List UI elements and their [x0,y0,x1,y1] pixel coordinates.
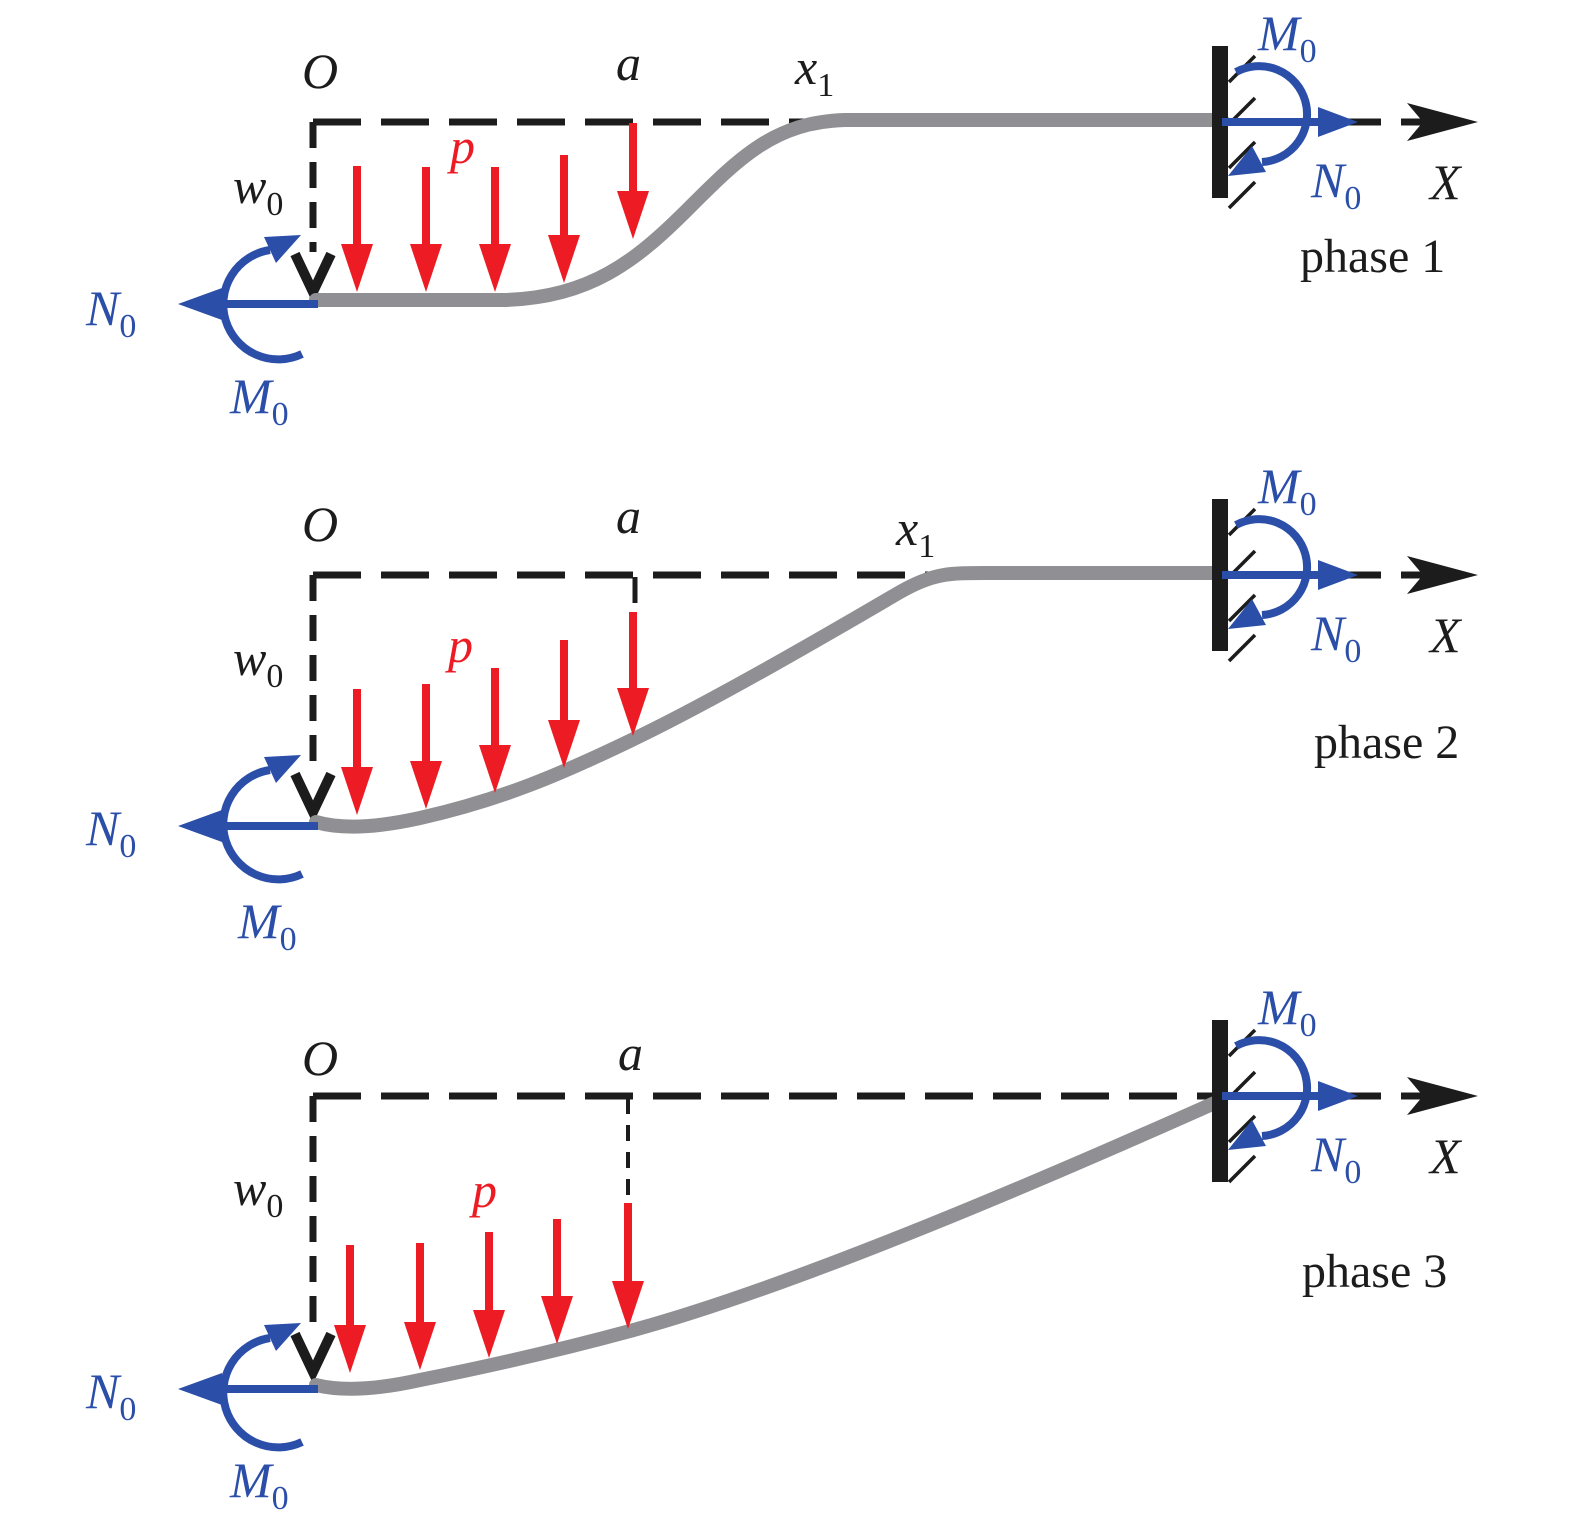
phase-1-caption: phase 1 [1300,230,1445,283]
phase-2-origin-label: O [302,496,338,552]
phase-3-wall [1212,1020,1228,1182]
phase-1-wall-hatching [1227,54,1257,210]
phase-1-deflection-arrowhead-icon [290,251,336,304]
phase-2-right-normal-label: N0 [1310,605,1361,670]
phase-1-load-arrow [548,155,580,283]
phase-1-left-normal-arrowhead-icon [178,288,222,320]
phase-1-right-normal-arrowhead-icon [1318,107,1358,137]
phase-3-left-normal-arrowhead-icon [178,1373,222,1405]
phase-3-origin-label: O [302,1030,338,1086]
phase-2-deflection-label: w0 [233,630,283,695]
phase-3-right-moment-label: M0 [1257,979,1317,1044]
phase-1-right-moment-arc [1234,62,1312,166]
phase-2-wall [1212,499,1228,651]
phase-2-left-normal-arrowhead-icon [178,810,222,842]
phase-1-left-moment-arc [219,246,304,364]
phase-1-left-normal-label: N0 [85,280,136,345]
phase-3-wall-hatching [1227,1028,1257,1184]
phase-3-right-normal-arrowhead-icon [1318,1081,1358,1111]
phase-1-left-moment-arrowhead-icon [264,235,301,263]
phase-2-panel: O a x1 w0 p N0 M0 M0 N0 X phase 2 [85,458,1478,958]
phase-1-panel: O a x1 w0 p N0 M0 M0 N0 X phase 1 [85,5,1478,433]
phase-1-load-arrow [341,166,373,292]
phase-3-left-moment-label: M0 [229,1452,289,1517]
phase-2-load-arrow [410,684,442,809]
phase-2-load-arrow [617,612,649,736]
phase-3-panel: O a w0 p N0 M0 M0 N0 X phase 3 [85,979,1478,1517]
phase-3-caption: phase 3 [1302,1245,1447,1298]
phase-2-axis-label: X [1428,607,1463,663]
phase-3-deflection-arrowhead-icon [290,1331,336,1384]
phase-3-load-arrow [334,1245,366,1373]
phase-2-load-label: p [445,617,473,673]
phase-1-deflection-label: w0 [233,158,283,223]
phase-1-axis-arrowhead-icon [1407,103,1478,141]
phase-3-load-arrow [612,1203,644,1329]
phase-2-right-moment-label: M0 [1257,458,1317,523]
phase-1-left-moment-label: M0 [229,368,289,433]
phase-3-beam [309,1094,1226,1396]
phase-2-right-moment-arc [1234,515,1312,619]
phase-2-load-arrow [548,640,580,768]
phase-3-load-arrow [404,1243,436,1370]
phase-2-left-moment-label: M0 [237,893,297,958]
phase-1-transition-label: x1 [794,39,834,104]
phase-1-wall [1212,46,1228,198]
phase-3-load-arrow [541,1219,573,1344]
phase-3-axis-label: X [1428,1128,1463,1184]
phase-1-origin-label: O [302,43,338,99]
phase-3-deflection-label: w0 [233,1160,283,1225]
phase-1-axis-label: X [1428,154,1463,210]
phase-2-beam [309,565,1229,834]
phase-1-right-moment-arrowhead-icon [1228,146,1266,176]
phase-1-beam [309,113,1229,307]
phase-3-load-arrow [473,1232,505,1358]
phase-3-axis-arrowhead-icon [1407,1077,1478,1115]
phase-2-caption: phase 2 [1314,716,1459,769]
phase-3-span-label: a [618,1025,643,1081]
phase-1-load-arrow [479,167,511,292]
phase-1-span-label: a [616,35,641,91]
phase-2-transition-label: x1 [895,500,935,565]
phase-3-left-normal-label: N0 [85,1363,136,1428]
phase-1-right-normal-label: N0 [1310,152,1361,217]
phase-1-load-arrow [410,167,442,292]
phase-2-load-arrow [479,668,511,793]
phase-3-right-moment-arc [1234,1036,1312,1140]
phase-3-right-normal-label: N0 [1310,1126,1361,1191]
phase-2-right-normal-arrowhead-icon [1318,560,1358,590]
phase-2-axis-arrowhead-icon [1407,556,1478,594]
phase-3-right-moment-arrowhead-icon [1228,1120,1266,1150]
phase-1-load-label: p [447,118,475,174]
phase-2-deflection-arrowhead-icon [290,771,336,824]
phase-2-right-moment-arrowhead-icon [1228,599,1266,629]
phase-2-load-arrow [341,689,373,815]
phase-1-right-moment-label: M0 [1257,5,1317,70]
phase-2-wall-hatching [1227,507,1257,663]
phase-3-left-moment-arc [219,1334,304,1452]
phase-2-left-moment-arrowhead-icon [264,755,301,783]
phase-2-left-normal-label: N0 [85,800,136,865]
phase-3-load-label: p [469,1162,497,1218]
phase-3-left-moment-arrowhead-icon [264,1323,301,1351]
phase-1-load-arrow [617,123,649,239]
phase-2-span-label: a [616,488,641,544]
phase-2-left-moment-arc [219,766,304,884]
